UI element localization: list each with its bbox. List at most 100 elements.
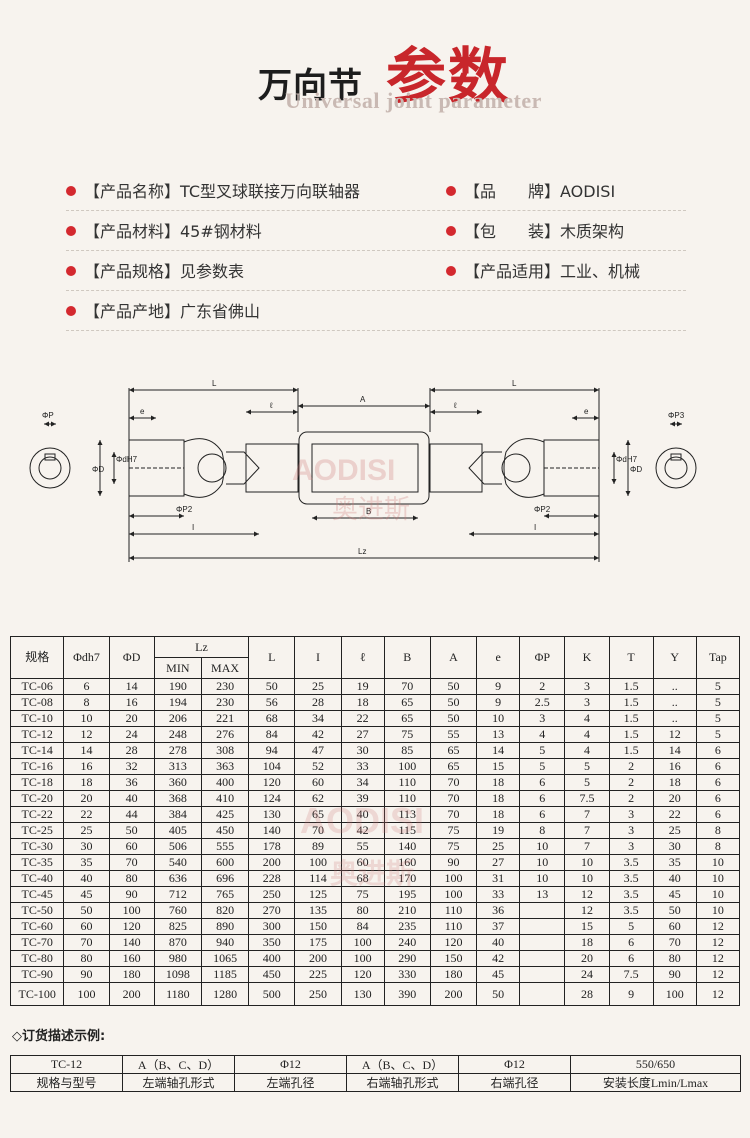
table-cell: 24: [564, 966, 610, 983]
table-cell: 3: [519, 710, 566, 727]
table-cell: 7.5: [608, 966, 654, 983]
order-values-row: TC-12 A（B、C、D） Φ12 A（B、C、D） Φ12 550/650: [10, 1055, 741, 1074]
order-example-table: TC-12 A（B、C、D） Φ12 A（B、C、D） Φ12 550/650 …: [10, 1055, 741, 1092]
table-cell: 6: [63, 678, 110, 695]
table-cell: 10: [519, 838, 566, 855]
right-ball: [501, 453, 531, 483]
table-cell: 75: [429, 822, 478, 839]
table-cell: 175: [294, 934, 342, 951]
col-Lz: Lz: [153, 636, 250, 658]
table-cell: 12: [695, 982, 741, 1006]
table-cell: 248: [153, 726, 202, 743]
table-cell: 200: [108, 982, 155, 1006]
table-cell: 3: [608, 838, 654, 855]
table-cell: 50: [248, 678, 296, 695]
col-T: T: [608, 636, 654, 679]
dim-P2-right: ΦP2: [534, 505, 551, 514]
table-cell: 90: [63, 966, 110, 983]
table-cell: 70: [63, 934, 110, 951]
table-cell: 120: [108, 918, 155, 935]
table-cell: 100: [340, 934, 385, 951]
order-label-left-type: 左端轴孔形式: [122, 1073, 235, 1092]
spec-row: 【产品产地】广东省佛山: [66, 290, 686, 331]
table-cell: 160: [108, 950, 155, 967]
table-cell: 10: [519, 870, 566, 887]
table-cell: 27: [340, 726, 385, 743]
dim-l-left: ℓ: [269, 401, 273, 410]
right-shaft-end: [429, 443, 483, 493]
table-cell: 3.5: [608, 902, 654, 919]
order-value-left-bore: Φ12: [234, 1055, 347, 1074]
table-cell: 450: [200, 822, 250, 839]
col-L: L: [248, 636, 296, 679]
table-cell: 110: [429, 902, 478, 919]
left-shaft-end: [245, 443, 299, 493]
table-cell: 7: [564, 838, 610, 855]
dim-A: A: [360, 395, 366, 404]
col-l: ℓ: [340, 636, 385, 679]
table-cell: 10: [695, 902, 741, 919]
table-cell: 56: [248, 694, 296, 711]
table-cell: 5: [564, 758, 610, 775]
table-cell: 180: [429, 966, 478, 983]
table-cell: 120: [248, 774, 296, 791]
spec-item: 【包 装】木质架构: [446, 218, 624, 242]
table-cell: ..: [652, 678, 697, 695]
right-fork: [503, 438, 545, 498]
table-cell: TC-30: [9, 838, 65, 855]
order-label-model: 规格与型号: [10, 1073, 123, 1092]
table-cell: TC-20: [9, 790, 65, 807]
table-cell: 14: [108, 678, 155, 695]
col-I: I: [294, 636, 342, 679]
table-cell: 27: [476, 854, 521, 871]
table-cell: 47: [294, 742, 342, 759]
table-cell: 24: [108, 726, 155, 743]
title-big: 参数: [386, 42, 510, 112]
table-cell: 36: [476, 902, 521, 919]
spec-name: 【产品名称】TC型叉球联接万向联轴器: [84, 182, 361, 201]
table-cell: 20: [63, 790, 110, 807]
col-Tap: Tap: [695, 636, 741, 679]
order-example-title: ◇订货描述示例:: [12, 1029, 106, 1044]
table-cell: [519, 918, 566, 935]
table-cell: 36: [108, 774, 155, 791]
table-cell: 170: [383, 870, 431, 887]
table-cell: 70: [294, 822, 342, 839]
left-end-bore: [38, 456, 62, 480]
table-cell: TC-12: [9, 726, 65, 743]
right-fork-tip: [468, 451, 502, 485]
table-cell: 80: [652, 950, 697, 967]
left-ball: [197, 453, 227, 483]
table-cell: 7: [564, 822, 610, 839]
table-cell: 555: [200, 838, 250, 855]
col-P: ΦP: [519, 636, 566, 679]
table-cell: 5: [519, 758, 566, 775]
spec-package: 【包 装】木质架构: [464, 222, 625, 241]
table-cell: 10: [519, 854, 566, 871]
table-cell: 5: [695, 726, 741, 743]
table-cell: 712: [153, 886, 202, 903]
table-cell: 16: [652, 758, 697, 775]
table-cell: 6: [519, 790, 566, 807]
table-cell: 405: [153, 822, 202, 839]
table-cell: 2: [608, 790, 654, 807]
title-small: 万向节: [258, 66, 363, 106]
spec-item: 【产品规格】见参数表: [66, 258, 244, 282]
table-cell: 225: [294, 966, 342, 983]
table-cell: TC-60: [9, 918, 65, 935]
table-cell: [519, 966, 566, 983]
diagram-watermark-en: AODISI: [292, 454, 395, 487]
bullet-icon: [446, 226, 456, 236]
table-cell: 140: [108, 934, 155, 951]
spec-item: 【产品适用】工业、机械: [446, 258, 640, 282]
table-cell: 6: [695, 790, 741, 807]
table-header-row: 规格 Φdh7 ΦD Lz L I ℓ B A e ΦP K T Y Tap: [9, 636, 741, 679]
bullet-icon: [446, 186, 456, 196]
